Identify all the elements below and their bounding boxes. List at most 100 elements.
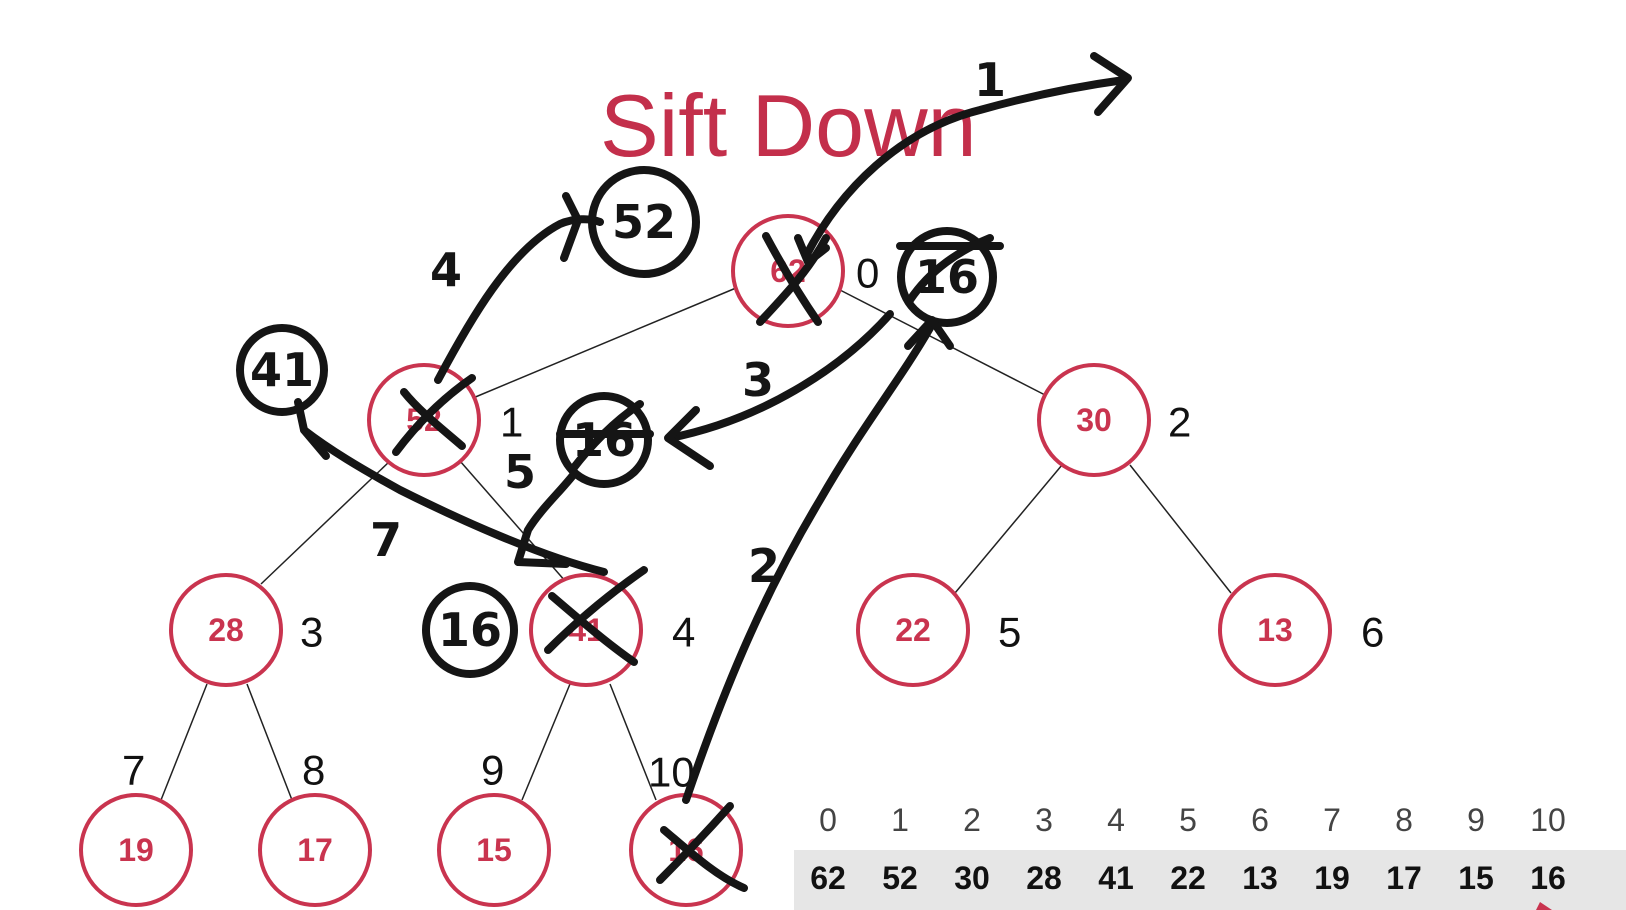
arrow-step-1 (802, 76, 1128, 260)
node-circle (169, 573, 283, 687)
tree-edge-4-9 (521, 683, 571, 801)
node-value: 30 (1076, 402, 1112, 438)
array-index: 1 (891, 802, 909, 838)
tree-node-9: 15 9 (437, 747, 551, 907)
node-circle (79, 793, 193, 907)
step-number-3: 3 (742, 353, 774, 407)
arrowhead-step-2 (904, 316, 954, 350)
cross-mark-circled-16-node-1 (556, 400, 654, 474)
array-values: 62 52 30 28 41 22 13 19 17 15 16 (810, 860, 1566, 896)
node-index-label: 7 (122, 747, 145, 794)
tree-node-6: 13 6 (1218, 573, 1384, 687)
node-value: 17 (297, 832, 333, 868)
array-value: 19 (1314, 860, 1350, 896)
tree-node-7: 19 7 (79, 747, 193, 907)
node-value: 28 (208, 612, 244, 648)
tree-edge-3-8 (246, 683, 293, 801)
node-index-label: 4 (672, 609, 695, 656)
node-value: 15 (476, 832, 512, 868)
array-value: 22 (1170, 860, 1206, 896)
circled-value-16-node-1 (556, 392, 652, 488)
node-value: 19 (118, 832, 154, 868)
array-value: 62 (810, 860, 846, 896)
array-background (794, 850, 1626, 910)
array-value: 15 (1458, 860, 1494, 896)
tree-node-5: 22 5 (856, 573, 1021, 687)
array-index: 4 (1107, 802, 1125, 838)
cursor-mark-icon (1536, 902, 1552, 910)
node-index-label: 9 (481, 747, 504, 794)
circled-value-16-root (897, 227, 997, 327)
node-circle (856, 573, 970, 687)
tree-edge-0-1 (472, 287, 737, 399)
tree-edge-1-3 (260, 460, 391, 585)
step-number-7: 7 (370, 513, 402, 567)
circled-value-52 (588, 166, 700, 278)
arrow-step-2 (682, 324, 934, 804)
arrowhead-step-3 (664, 406, 714, 470)
array-value: 28 (1026, 860, 1062, 896)
node-index-label: 1 (500, 399, 523, 446)
tree-node-1: 52 1 (367, 363, 523, 477)
step-number-2: 2 (748, 539, 780, 593)
array-index: 2 (963, 802, 981, 838)
tree-node-2: 30 2 (1037, 363, 1191, 477)
array-value: 13 (1242, 860, 1278, 896)
tree-edge-2-6 (1129, 464, 1232, 594)
array-index: 3 (1035, 802, 1053, 838)
ink-annotations: 1 16 2 3 16 4 52 5 16 7 41 (236, 52, 1552, 910)
arrowhead-step-1 (1090, 52, 1132, 116)
arrowhead-root (794, 234, 830, 266)
cross-mark-node-10 (656, 802, 748, 892)
step-number-5: 5 (504, 445, 536, 499)
array-index: 5 (1179, 802, 1197, 838)
step-number-4: 4 (430, 243, 462, 297)
slide-title: Sift Down (600, 76, 977, 175)
node-circle (437, 793, 551, 907)
tree-edges (160, 287, 1232, 801)
circled-value-label: 16 (438, 603, 502, 657)
tree-node-8: 17 8 (258, 747, 372, 907)
arrow-step-5 (514, 470, 578, 568)
tree-node-3: 28 3 (169, 573, 323, 687)
step-number-1: 1 (974, 53, 1006, 107)
tree-edge-3-7 (160, 683, 208, 801)
node-index-label: 2 (1168, 399, 1191, 446)
heap-array: 0 1 2 3 4 5 6 7 8 9 10 62 52 30 28 41 22… (794, 802, 1626, 910)
cross-mark-node-4 (544, 566, 648, 666)
node-value: 13 (1257, 612, 1293, 648)
node-circle (1218, 573, 1332, 687)
circled-value-label: 52 (612, 195, 676, 249)
node-index-label: 3 (300, 609, 323, 656)
array-value: 41 (1098, 860, 1134, 896)
array-indices: 0 1 2 3 4 5 6 7 8 9 10 (819, 802, 1566, 838)
array-value: 30 (954, 860, 990, 896)
arrowhead-step-4 (560, 192, 582, 262)
cross-mark-node-1 (392, 374, 476, 456)
arrow-step-7 (300, 426, 608, 576)
arrow-step-3 (666, 310, 894, 442)
circled-value-label: 41 (250, 343, 314, 397)
array-index: 8 (1395, 802, 1413, 838)
node-index-label: 6 (1361, 609, 1384, 656)
node-value: 22 (895, 612, 931, 648)
cross-mark-circled-16-root (896, 234, 1004, 304)
node-index-label: 0 (856, 250, 879, 297)
node-circle (258, 793, 372, 907)
array-index: 10 (1530, 802, 1566, 838)
array-index: 6 (1251, 802, 1269, 838)
array-value: 52 (882, 860, 918, 896)
array-index: 9 (1467, 802, 1485, 838)
tree-edge-2-5 (954, 464, 1063, 594)
node-index-label: 8 (302, 747, 325, 794)
node-circle (1037, 363, 1151, 477)
array-index: 7 (1323, 802, 1341, 838)
node-index-label: 5 (998, 609, 1021, 656)
array-value: 17 (1386, 860, 1422, 896)
circled-value-41 (236, 324, 328, 416)
tree-edge-4-10 (609, 683, 657, 801)
array-index: 0 (819, 802, 837, 838)
arrow-step-4 (434, 215, 604, 384)
circled-value-16-node-4 (422, 582, 518, 678)
